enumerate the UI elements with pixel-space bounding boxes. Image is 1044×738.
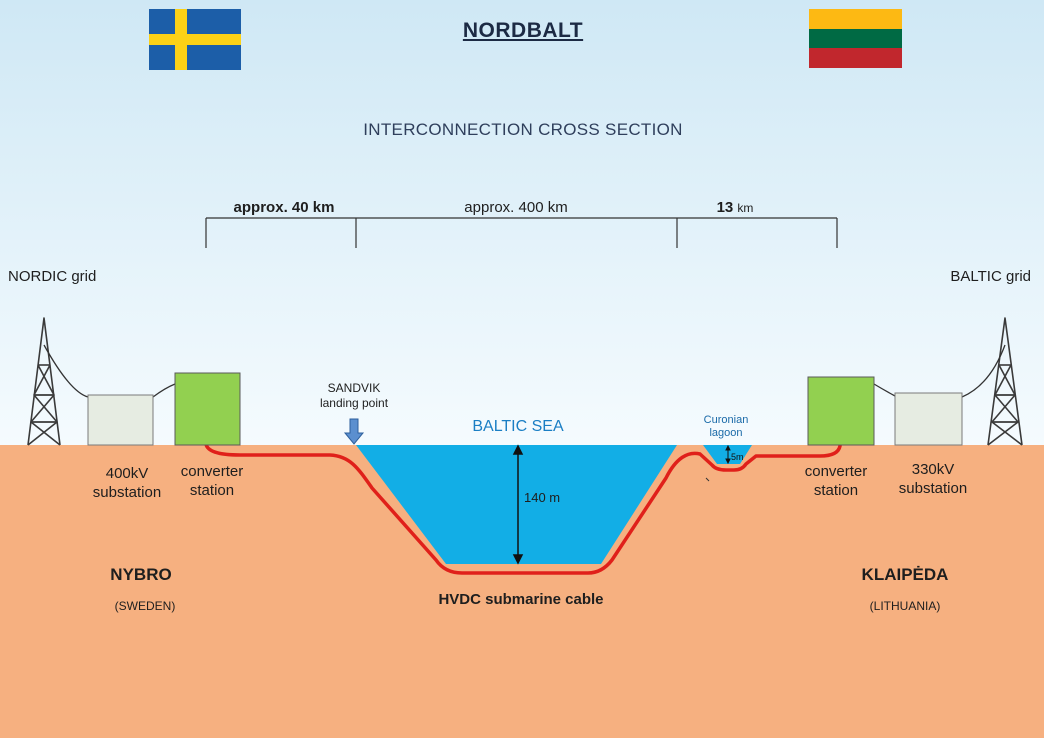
distance-label-13km: 13 km: [716, 199, 754, 216]
baltic-sea-label: BALTIC SEA: [472, 418, 564, 435]
converter-station-left: [174, 372, 241, 446]
landing-point-arrow: [343, 418, 365, 445]
lagoon-depth-label: 5m: [731, 452, 744, 462]
baltic-sea-water: [356, 445, 677, 564]
transmission-pylon-left: [27, 317, 61, 446]
sweden-flag: [149, 9, 241, 70]
lithuania-flag: [809, 9, 902, 68]
nordic-grid-label: NORDIC grid: [8, 268, 97, 285]
transmission-pylon-right: [987, 317, 1023, 446]
overhead-lines: [43, 344, 1006, 398]
nybro-city-label: NYBRO: [110, 565, 172, 584]
sea-depth-label: 140 m: [524, 490, 561, 505]
distance-label-40km: approx. 40 km: [233, 199, 335, 216]
hvdc-cable: [204, 442, 842, 575]
diagram-subtitle: INTERCONNECTION CROSS SECTION: [363, 120, 683, 139]
hvdc-cable-label: HVDC submarine cable: [438, 591, 604, 608]
klaipeda-city-label: KLAIPĖDA: [861, 565, 949, 584]
lithuania-country-label: (LITHUANIA): [869, 599, 941, 613]
substation-330kv: [894, 392, 963, 446]
distance-label-400km: approx. 400 km: [464, 199, 568, 216]
baltic-grid-label: BALTIC grid: [950, 268, 1031, 285]
converter-station-right: [807, 376, 875, 446]
sky-background: [0, 0, 1044, 447]
sea-depth-arrow: [512, 444, 524, 565]
substation-400kv: [87, 394, 154, 446]
distance-bracket: [205, 217, 838, 248]
tick-mark: [705, 477, 710, 482]
page-title: NORDBALT: [462, 19, 584, 42]
sweden-country-label: (SWEDEN): [114, 599, 176, 613]
lagoon-depth-arrow: [725, 444, 731, 465]
